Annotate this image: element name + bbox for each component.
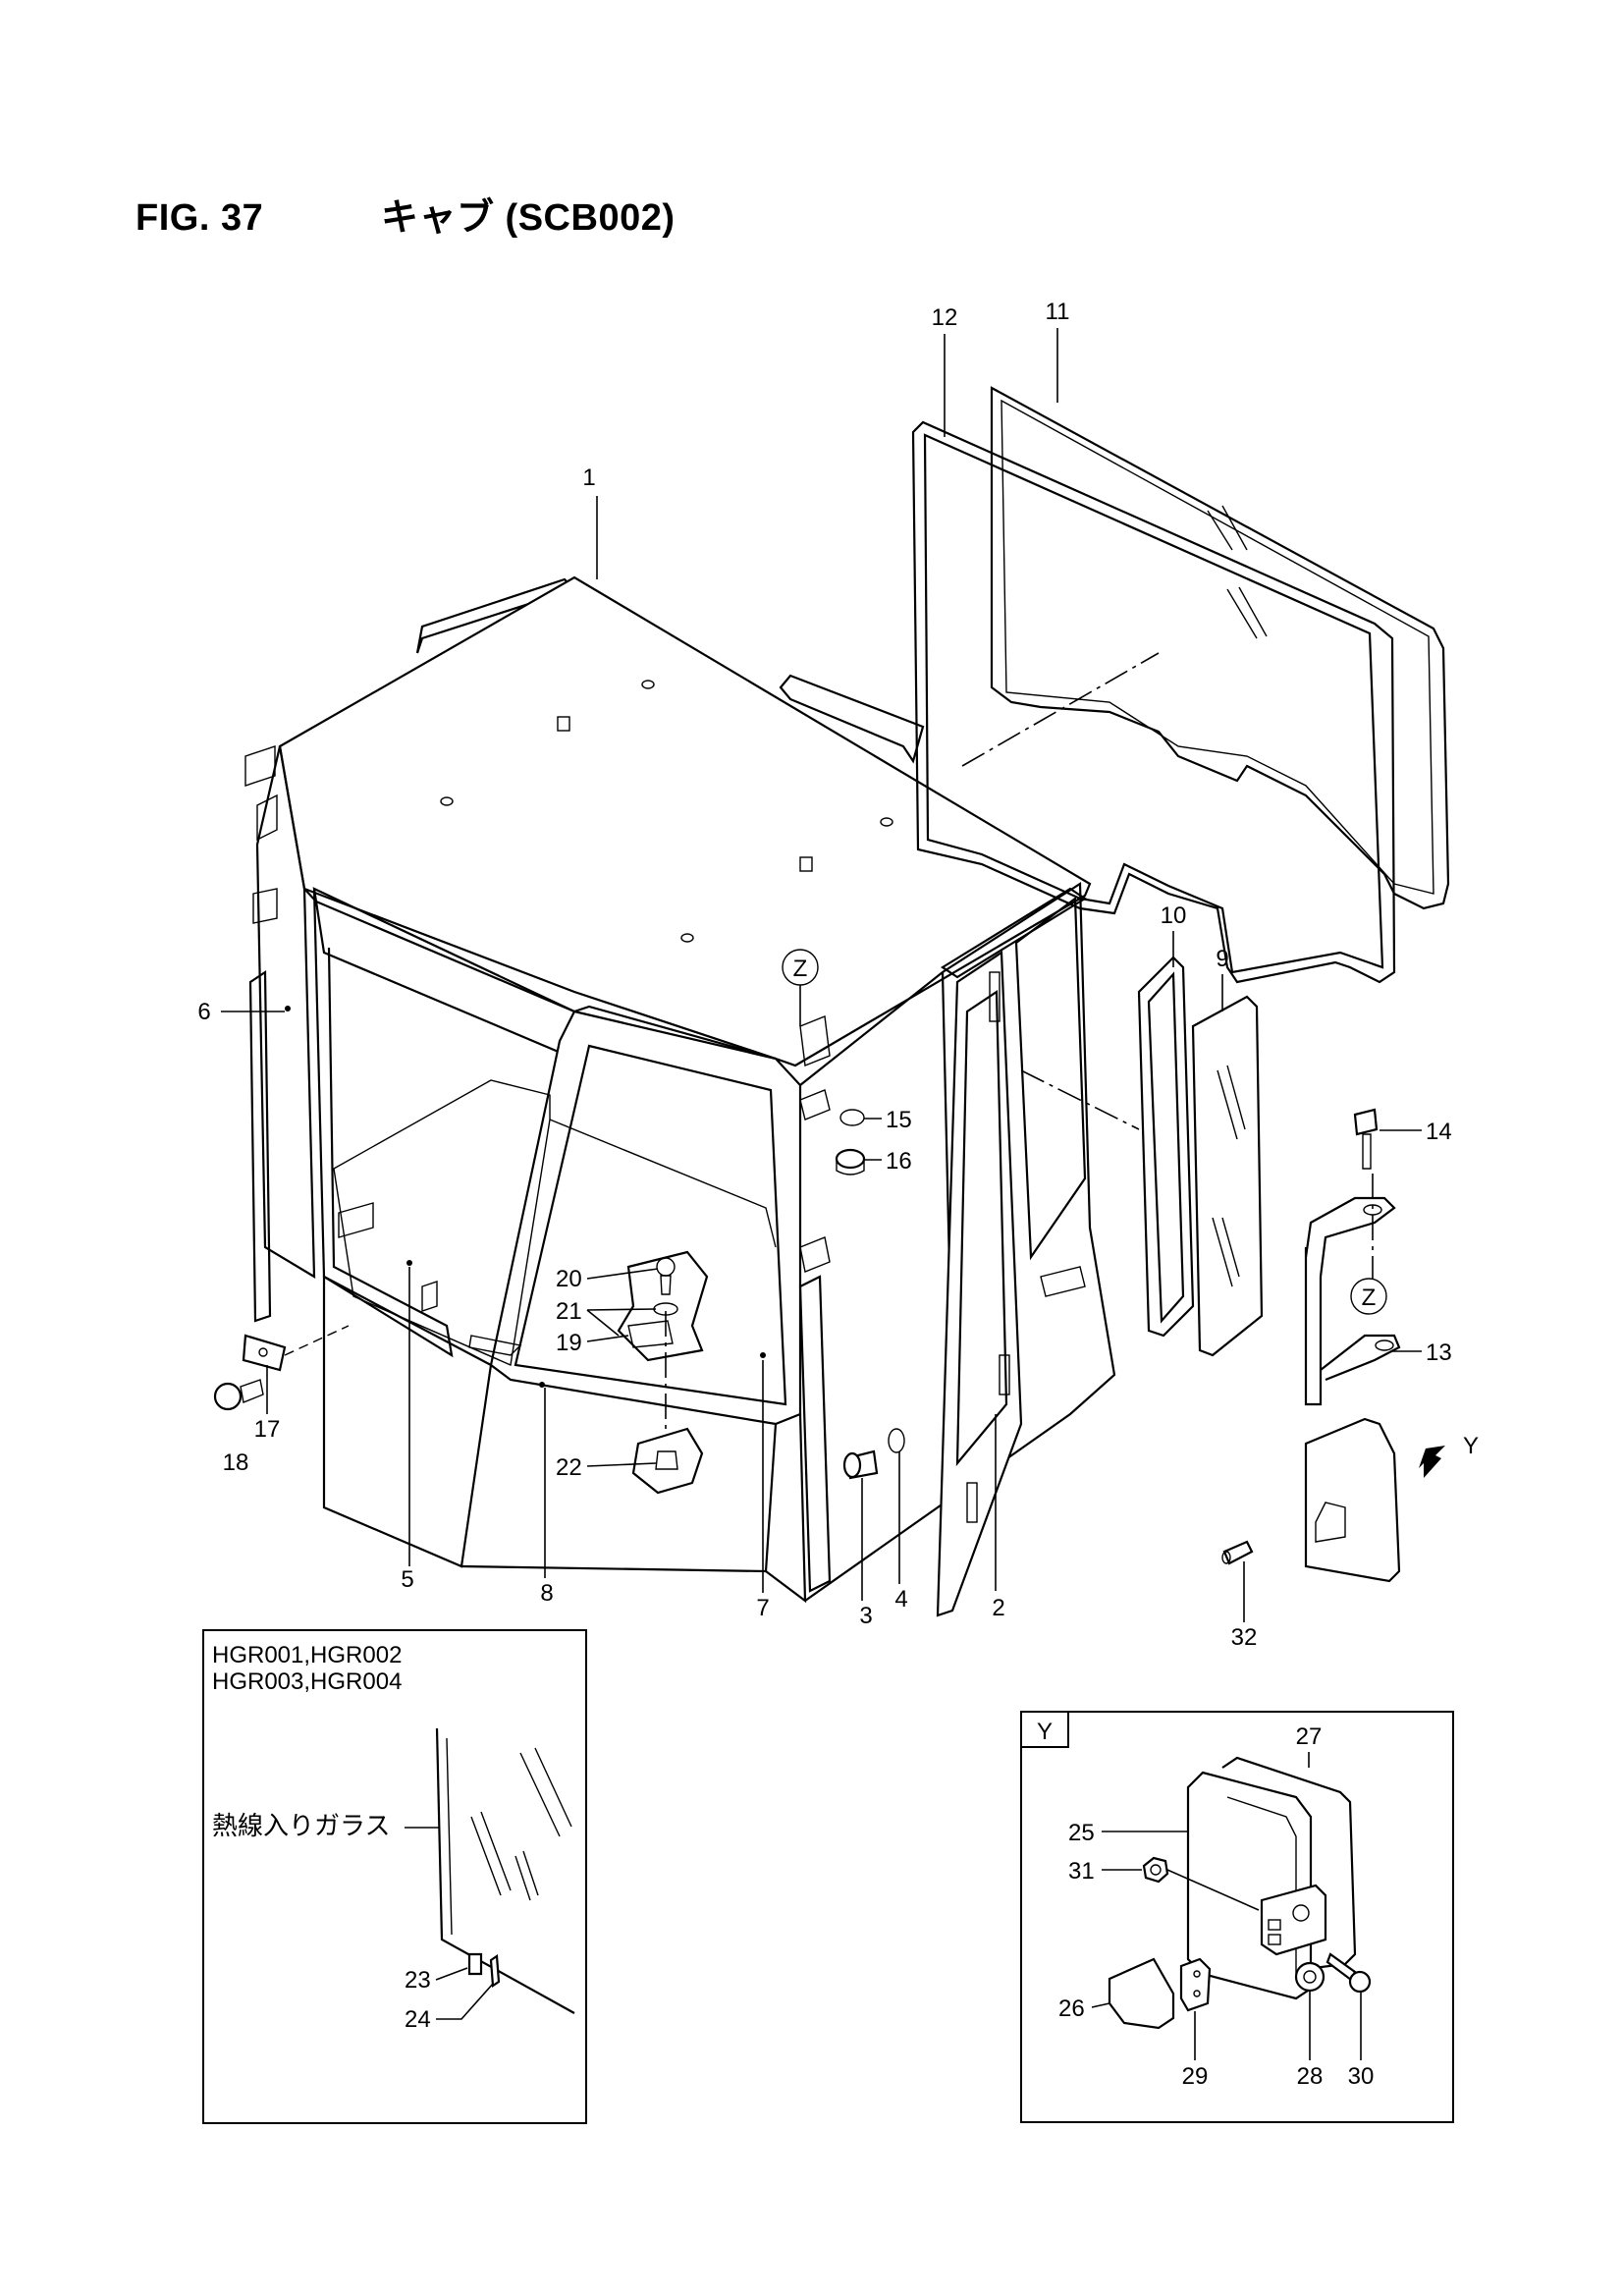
callout-13: 13 xyxy=(1426,1339,1452,1366)
callout-19: 19 xyxy=(556,1330,582,1356)
callout-21: 21 xyxy=(556,1298,582,1325)
figure-number: FIG. 37 xyxy=(135,197,264,239)
callout-17: 17 xyxy=(254,1416,281,1443)
callout-7: 7 xyxy=(756,1595,769,1621)
callout-6: 6 xyxy=(197,999,210,1025)
main-callouts: 1 2 3 4 5 6 7 8 9 10 11 12 13 14 15 16 1 xyxy=(197,299,1451,1651)
callout-28: 28 xyxy=(1297,2063,1324,2090)
callout-20: 20 xyxy=(556,1266,582,1292)
callout-3: 3 xyxy=(859,1603,872,1629)
heated-glass-label: 熱線入りガラス xyxy=(212,1811,390,1840)
callout-10: 10 xyxy=(1161,902,1187,929)
mirror-detail-inset: Y 27 25 31 26 29 xyxy=(1020,1711,1454,2123)
inset-models-line1: HGR001,HGR002 xyxy=(212,1642,402,1668)
callout-18: 18 xyxy=(223,1449,249,1476)
callout-29: 29 xyxy=(1182,2063,1209,2090)
mirror-stay-assembly: Z Y xyxy=(1221,1108,1479,1583)
callout-26: 26 xyxy=(1058,1995,1085,2022)
callout-25: 25 xyxy=(1068,1820,1095,1846)
callout-11: 11 xyxy=(1046,299,1070,325)
view-z-marker-side: Z xyxy=(1362,1285,1377,1311)
heated-glass-inset: HGR001,HGR002 HGR003,HGR004 熱線入りガラス 23 2… xyxy=(202,1629,587,2124)
side-glass-assembly xyxy=(1137,956,1264,1357)
figure-name: キャブ (SCB002) xyxy=(381,197,676,239)
callout-31: 31 xyxy=(1068,1858,1095,1885)
callout-8: 8 xyxy=(540,1580,553,1607)
callout-2: 2 xyxy=(992,1595,1004,1621)
inset-models-line2: HGR003,HGR004 xyxy=(212,1668,402,1695)
callout-14: 14 xyxy=(1426,1119,1452,1145)
callout-15: 15 xyxy=(886,1107,912,1133)
inset-view-label: Y xyxy=(1037,1719,1053,1745)
callout-22: 22 xyxy=(556,1454,582,1481)
callout-12: 12 xyxy=(932,304,958,331)
callout-27: 27 xyxy=(1296,1723,1323,1750)
callout-16: 16 xyxy=(886,1148,912,1175)
callout-1: 1 xyxy=(582,465,595,491)
view-y-marker: Y xyxy=(1463,1433,1479,1459)
callout-32: 32 xyxy=(1231,1624,1258,1651)
callout-9: 9 xyxy=(1216,946,1228,972)
callout-4: 4 xyxy=(894,1586,907,1613)
callout-23: 23 xyxy=(405,1967,431,1994)
figure-title: FIG. 37 キャブ (SCB002) xyxy=(135,187,676,241)
callout-24: 24 xyxy=(405,2006,431,2033)
callout-5: 5 xyxy=(401,1566,413,1593)
rear-glass-assembly xyxy=(911,386,1450,984)
callout-30: 30 xyxy=(1348,2063,1375,2090)
view-z-marker-top: Z xyxy=(793,956,808,982)
cab-assembly: Z xyxy=(213,575,1140,1617)
